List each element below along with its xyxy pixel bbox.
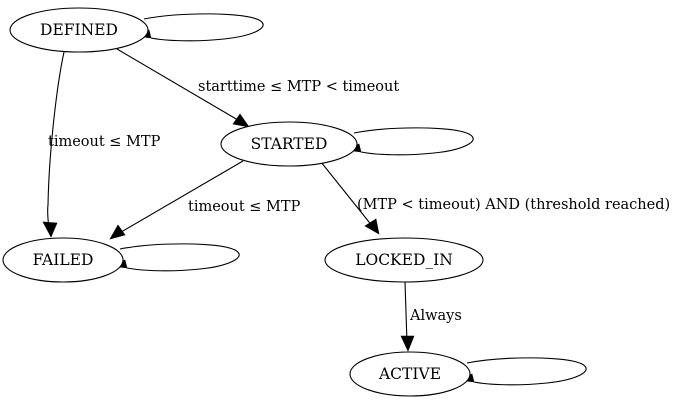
edge-started-to-locked-in-arrowhead — [364, 218, 380, 235]
state-node-locked-in-label: LOCKED_IN — [355, 251, 453, 269]
state-node-active-label: ACTIVE — [378, 365, 441, 383]
edge-started-to-failed-path — [115, 160, 244, 236]
edge-label-locked-in-to-active: Always — [409, 308, 462, 324]
state-node-active-ellipse — [349, 351, 471, 397]
state-node-started[interactable]: STARTED — [220, 121, 358, 167]
state-node-defined-label: DEFINED — [40, 21, 118, 39]
edge-defined-to-started[interactable]: starttime ≤ MTP < timeout — [116, 48, 399, 128]
state-node-failed-label: FAILED — [33, 251, 94, 269]
edge-defined-to-failed[interactable]: timeout ≤ MTP — [42, 51, 161, 238]
edge-defined-to-started-path — [116, 48, 244, 124]
edge-started-self-loop-path — [353, 127, 474, 156]
edge-defined-to-failed-arrowhead — [42, 221, 58, 238]
state-node-active[interactable]: ACTIVE — [349, 351, 471, 397]
edge-label-defined-to-started: starttime ≤ MTP < timeout — [198, 79, 399, 95]
state-node-defined-ellipse — [9, 7, 149, 53]
edge-started-to-locked-in[interactable]: (MTP < timeout) AND (threshold reached) — [320, 161, 670, 235]
edge-locked-in-to-active-arrowhead — [400, 335, 415, 352]
state-node-started-label: STARTED — [251, 135, 328, 153]
edge-defined-self-loop[interactable] — [133, 13, 264, 42]
state-node-locked-in-ellipse — [324, 237, 484, 283]
edge-active-self-loop-path — [466, 357, 587, 386]
edge-label-started-to-failed: timeout ≤ MTP — [188, 199, 301, 215]
edge-failed-self-loop[interactable] — [109, 243, 240, 272]
edge-failed-self-loop-path — [119, 243, 240, 272]
edge-defined-to-started-arrowhead — [232, 113, 250, 128]
edge-defined-self-loop-path — [143, 13, 264, 42]
edge-label-defined-to-failed: timeout ≤ MTP — [48, 134, 161, 150]
state-node-failed-ellipse — [2, 237, 124, 283]
edge-started-to-locked-in-path — [320, 161, 374, 228]
edge-started-self-loop[interactable] — [343, 127, 474, 156]
edge-defined-to-failed-path — [47, 51, 65, 230]
edge-active-self-loop[interactable] — [456, 357, 587, 386]
state-node-started-ellipse — [220, 121, 358, 167]
edge-locked-in-to-active-path — [404, 281, 408, 344]
state-node-defined[interactable]: DEFINED — [9, 7, 149, 53]
edge-started-to-failed[interactable]: timeout ≤ MTP — [109, 160, 301, 240]
state-node-locked-in[interactable]: LOCKED_IN — [324, 237, 484, 283]
edge-started-to-failed-arrowhead — [109, 224, 126, 240]
state-node-failed[interactable]: FAILED — [2, 237, 124, 283]
edge-label-started-to-locked-in: (MTP < timeout) AND (threshold reached) — [357, 197, 670, 213]
edge-locked-in-to-active[interactable]: Always — [400, 281, 462, 352]
